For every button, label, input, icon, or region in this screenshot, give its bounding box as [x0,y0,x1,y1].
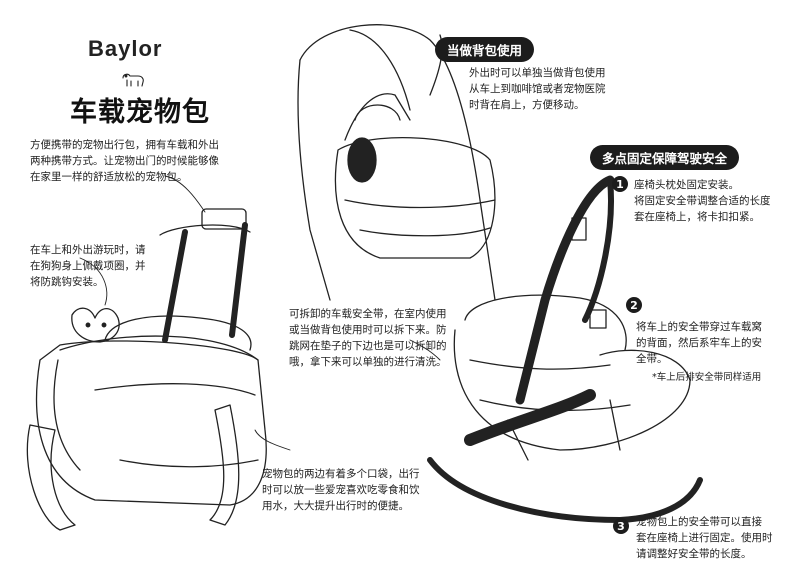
brand-name: Baylor [88,36,163,61]
step-2-text: 将车上的安全带穿过车载窝 的背面，然后系牢车上的安 全带。 [636,321,762,365]
step-2-badge: 2 [626,297,642,313]
car-seat-bag-illustration [26,208,267,531]
page-title: 车载宠物包 [70,97,210,128]
safety-footnote: *车上后排安全带同样适用 [652,372,762,383]
pointer-line [254,429,291,451]
step-3-text: 宠物包上的安全带可以直接 套在座椅上进行固定。使用时 请调整好安全带的长度。 [636,516,773,560]
seat-install-illustration [427,175,703,523]
backpack-carry-illustration [297,24,496,301]
step-1-badge: 1 [612,176,628,192]
step-1-text: 座椅头枕处固定安装。 将固定安全带调整合适的长度 套在座椅上，将卡扣扣紧。 [634,179,771,223]
collar-note: 在车上和外出游玩时，请 在狗狗身上佩戴项圈，并 将防跳钩安装。 [30,244,146,288]
pointer-line [164,175,206,213]
pointer-line [79,257,108,306]
pointer-line [409,339,441,361]
backpack-text: 外出时可以单独当做背包使用 从车上到咖啡馆或者宠物医院 时背在肩上，方便移动。 [469,67,606,111]
dog-mascot-icon [122,73,144,87]
safety-pill: 多点固定保障驾驶安全 [590,145,740,170]
intro-note: 方便携带的宠物出行包，拥有车载和外出 两种携带方式。让宠物出门的时候能够像 在家… [30,139,219,183]
backpack-pill: 当做背包使用 [435,37,535,62]
brand-logo: Baylor [88,36,162,62]
belt-note: 可拆卸的车载安全带，在室内使用 或当做背包使用时可以拆下来。防 跳网在垫子的下边… [289,308,447,368]
pocket-note: 宠物包的两边有着多个口袋，出行 时可以放一些爱宠喜欢吃零食和饮 用水，大大提升出… [262,468,420,512]
step-3-badge: 3 [613,518,629,534]
